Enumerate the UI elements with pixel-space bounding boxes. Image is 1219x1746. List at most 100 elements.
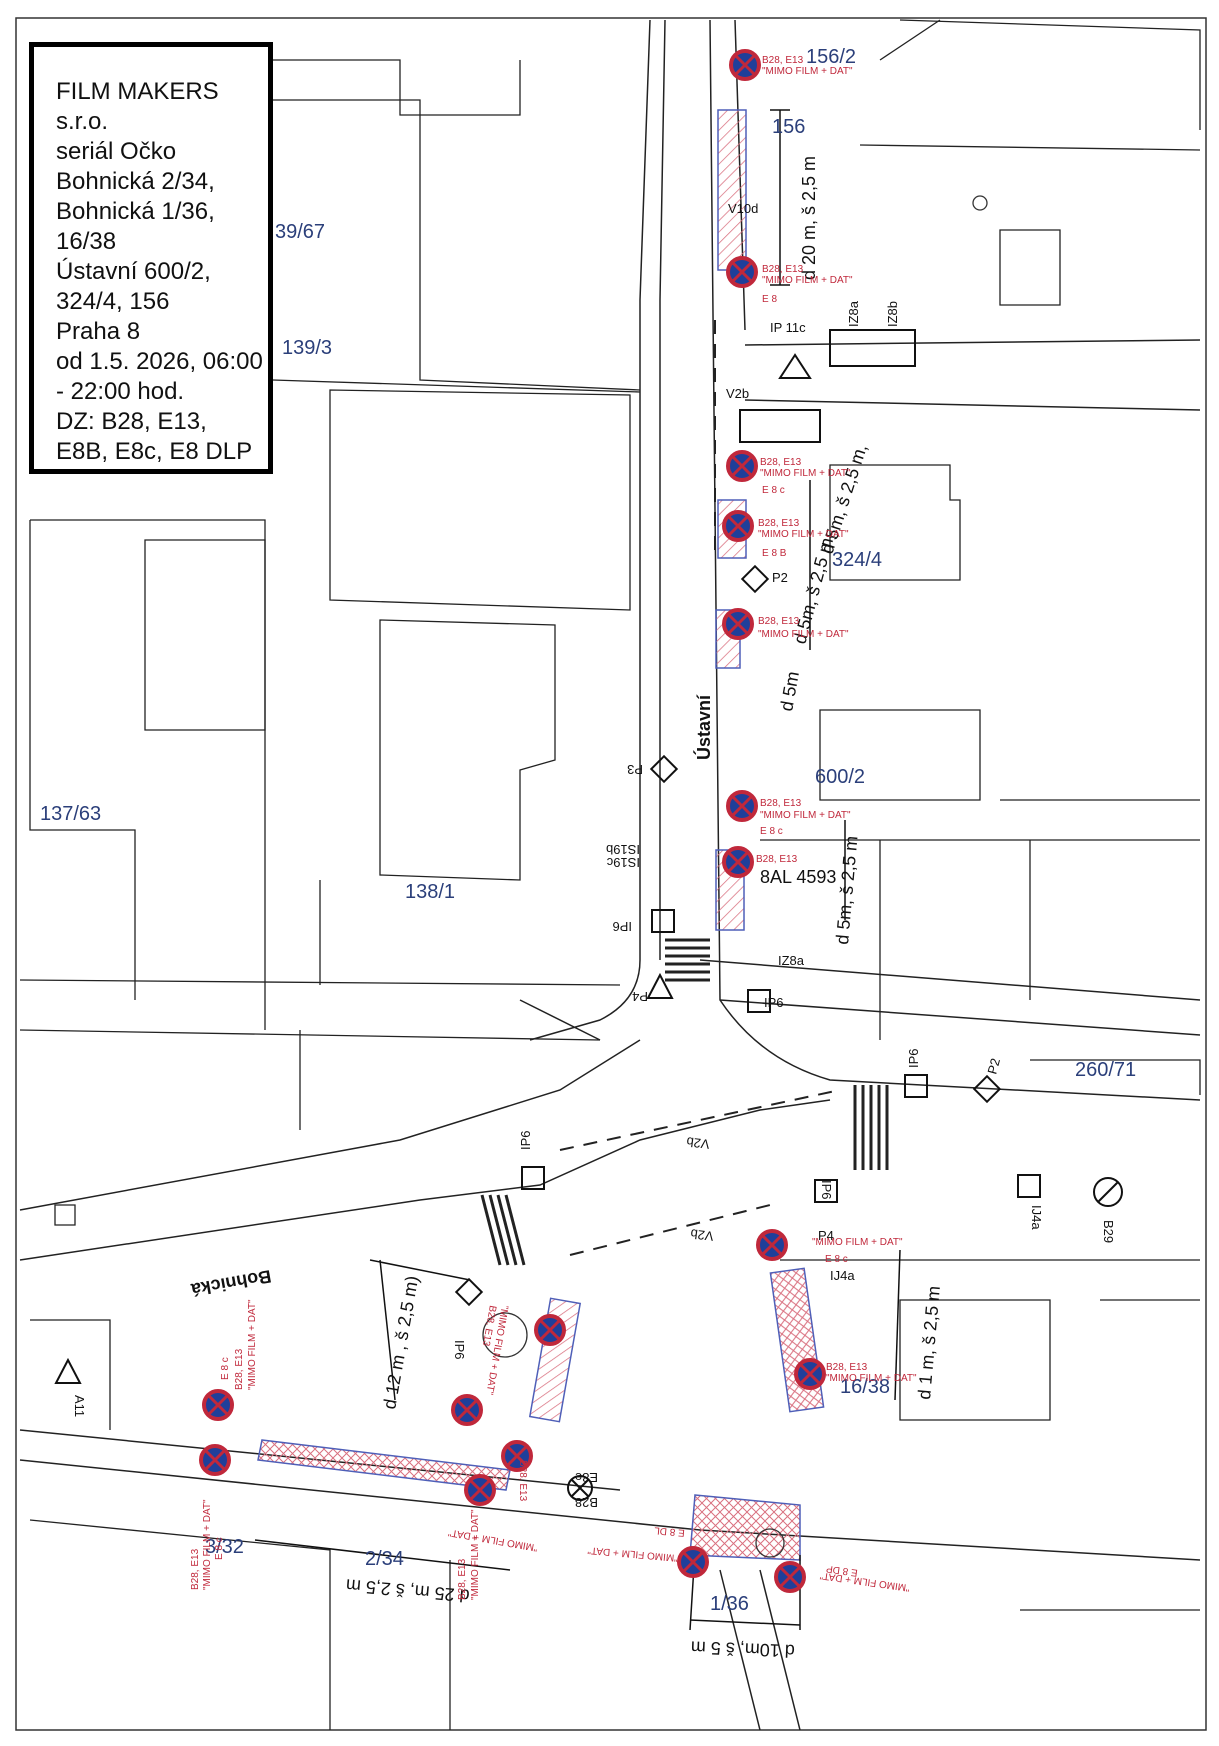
sign-label: IZ8b bbox=[885, 301, 900, 327]
sign-label: V10d bbox=[728, 201, 758, 216]
sign-label: IZ8a bbox=[778, 953, 805, 968]
sign-caption: "MIMO FILM + DAT" bbox=[470, 1509, 481, 1600]
info-line: Bohnická 2/34, bbox=[56, 168, 215, 195]
sign-label: B29 bbox=[1101, 1220, 1116, 1243]
give-way-sign-icon bbox=[646, 972, 674, 999]
sign-caption: B28, E13 bbox=[826, 1362, 868, 1373]
measurement-labels: d 20 m, š 2,5 m d 5m, š 2,5 m, d 5m, š 2… bbox=[345, 156, 944, 1661]
plot-139-3: 139/3 bbox=[282, 337, 332, 359]
no-stopping-sign-icon bbox=[794, 1358, 826, 1390]
no-stopping-sign-icon bbox=[722, 846, 754, 878]
sign-label: IP6 bbox=[906, 1048, 921, 1068]
sign-caption: B28, E13 bbox=[758, 518, 800, 529]
sign-caption: "MIMO FILM + DAT" bbox=[202, 1499, 213, 1590]
sheet-border bbox=[15, 17, 1207, 1731]
pedestrian-crossing-sign-icon bbox=[651, 909, 675, 933]
pedestrian-crossing-sign-icon bbox=[521, 1166, 545, 1190]
measurement-label: d 25 m, š 2,5 m bbox=[345, 1575, 470, 1606]
zone-sign-box bbox=[829, 329, 916, 367]
plot-39-67: 39/67 bbox=[275, 221, 325, 243]
no-stopping-sign-icon bbox=[726, 790, 758, 822]
sign-label: P4 bbox=[632, 989, 648, 1004]
sign-caption: "MIMO FILM + DAT" bbox=[758, 629, 849, 640]
no-stopping-sign-icon bbox=[451, 1394, 483, 1426]
sign-label: IS19c bbox=[606, 855, 640, 870]
priority-road-sign-icon bbox=[972, 1074, 1002, 1104]
sign-label: V2b bbox=[726, 386, 749, 401]
plot-600-2: 600/2 bbox=[815, 766, 865, 788]
no-stopping-sign-icon bbox=[756, 1229, 788, 1261]
info-line: Bohnická 1/36, bbox=[56, 198, 215, 225]
sign-label: A11 bbox=[72, 1395, 87, 1417]
measurement-label: d 20 m, š 2,5 m bbox=[799, 156, 819, 280]
sign-label: IP 11c bbox=[770, 320, 806, 335]
sign-label: IP6 bbox=[612, 919, 632, 934]
sign-caption: E 8 c bbox=[760, 826, 783, 837]
dashed-markings bbox=[559, 320, 841, 1256]
no-entry-sign-icon bbox=[567, 1475, 593, 1501]
sign-caption: "MIMO FILM + DAT" bbox=[447, 1526, 539, 1553]
info-line: Praha 8 bbox=[56, 318, 141, 345]
sign-caption: "MIMO FILM + DAT" bbox=[760, 810, 851, 821]
no-stopping-sign-icon bbox=[534, 1314, 566, 1346]
no-stopping-sign-icon bbox=[729, 49, 761, 81]
sign-caption: E 8 B bbox=[762, 548, 787, 559]
info-line: s.r.o. bbox=[56, 108, 109, 135]
street-name-bohnicka: Bohnická bbox=[189, 1266, 273, 1300]
measurement-lines bbox=[254, 109, 901, 1631]
measurement-label: d 5m, š 2,5 m bbox=[832, 835, 861, 945]
sign-label: E8e bbox=[575, 1470, 598, 1485]
no-stopping-sign-icon bbox=[722, 608, 754, 640]
plot-numbers: 156/2 156 39/67 139/3 324/4 600/2 137/63… bbox=[40, 46, 1136, 1615]
sign-caption: "MIMO FILM + DAT" bbox=[762, 275, 853, 286]
sign-label: IP6 bbox=[518, 1130, 533, 1150]
plot-156: 156 bbox=[772, 116, 805, 138]
tree-icon bbox=[482, 1312, 528, 1358]
info-line: 16/38 bbox=[56, 228, 117, 255]
no-stopping-sign-icon bbox=[199, 1444, 231, 1476]
sign-caption: E 8 c bbox=[825, 1254, 848, 1265]
sign-label: P3 bbox=[627, 762, 643, 777]
sign-label: P2 bbox=[772, 570, 788, 585]
street-name-ustavni: Ústavní bbox=[693, 694, 714, 760]
sign-caption: B28, E13 bbox=[457, 1558, 468, 1600]
plot-16-38: 16/38 bbox=[840, 1376, 890, 1398]
plot-156-2: 156/2 bbox=[806, 46, 856, 68]
give-way-sign-icon bbox=[778, 353, 812, 379]
info-line: seriál Očko bbox=[56, 138, 177, 165]
sign-caption: B28, E13 bbox=[760, 457, 802, 468]
measurement-label: d 12 m , š 2,5 m) bbox=[379, 1274, 422, 1410]
sign-label: B28 bbox=[575, 1495, 598, 1510]
no-stopping-sign-icon bbox=[774, 1561, 806, 1593]
sign-caption: E 8 c bbox=[762, 485, 785, 496]
sign-caption: "MIMO FILM + DAT" bbox=[247, 1299, 258, 1390]
sign-label: IP6 bbox=[764, 995, 784, 1010]
restricted-zones bbox=[257, 109, 825, 1561]
plot-138-1: 138/1 bbox=[405, 881, 455, 903]
pedestrian-crossing-sign-icon bbox=[747, 989, 771, 1013]
sign-label: V2b bbox=[690, 1226, 715, 1244]
sign-caption: B28, E13 bbox=[756, 854, 798, 865]
info-line: FILM MAKERS bbox=[56, 78, 219, 105]
pedestrian-crossing-sign-icon bbox=[814, 1179, 838, 1203]
priority-road-sign-icon bbox=[649, 754, 679, 784]
measurement-label: d 10m, š 5 m bbox=[690, 1637, 795, 1661]
sign-caption: B28, E13 bbox=[760, 798, 802, 809]
plot-260-71: 260/71 bbox=[1075, 1059, 1136, 1081]
plot-137-63: 137/63 bbox=[40, 803, 101, 825]
sign-caption: E 8 c bbox=[214, 1537, 225, 1560]
sign-caption: "MIMO FILM + DAT" bbox=[812, 1237, 903, 1248]
zone-sign-box bbox=[739, 409, 821, 443]
sign-label: V2b bbox=[686, 1134, 711, 1152]
sign-label: IZ8a bbox=[846, 300, 861, 327]
vehicle-plate-label: 8AL 4593 bbox=[760, 867, 836, 887]
no-stopping-sign-icon bbox=[464, 1474, 496, 1506]
sign-label: IS19b bbox=[606, 842, 640, 857]
sign-caption: "MIMO FILM + DAT" bbox=[758, 529, 849, 540]
pedestrian-crossing-sign-icon bbox=[1017, 1174, 1041, 1198]
sign-caption: "MIMO FILM + DAT" bbox=[760, 468, 851, 479]
no-stopping-sign-icon bbox=[202, 1389, 234, 1421]
sign-caption: "MIMO FILM + DAT" bbox=[826, 1373, 917, 1384]
building-outlines bbox=[19, 19, 1201, 1730]
give-way-sign-icon bbox=[54, 1357, 82, 1384]
